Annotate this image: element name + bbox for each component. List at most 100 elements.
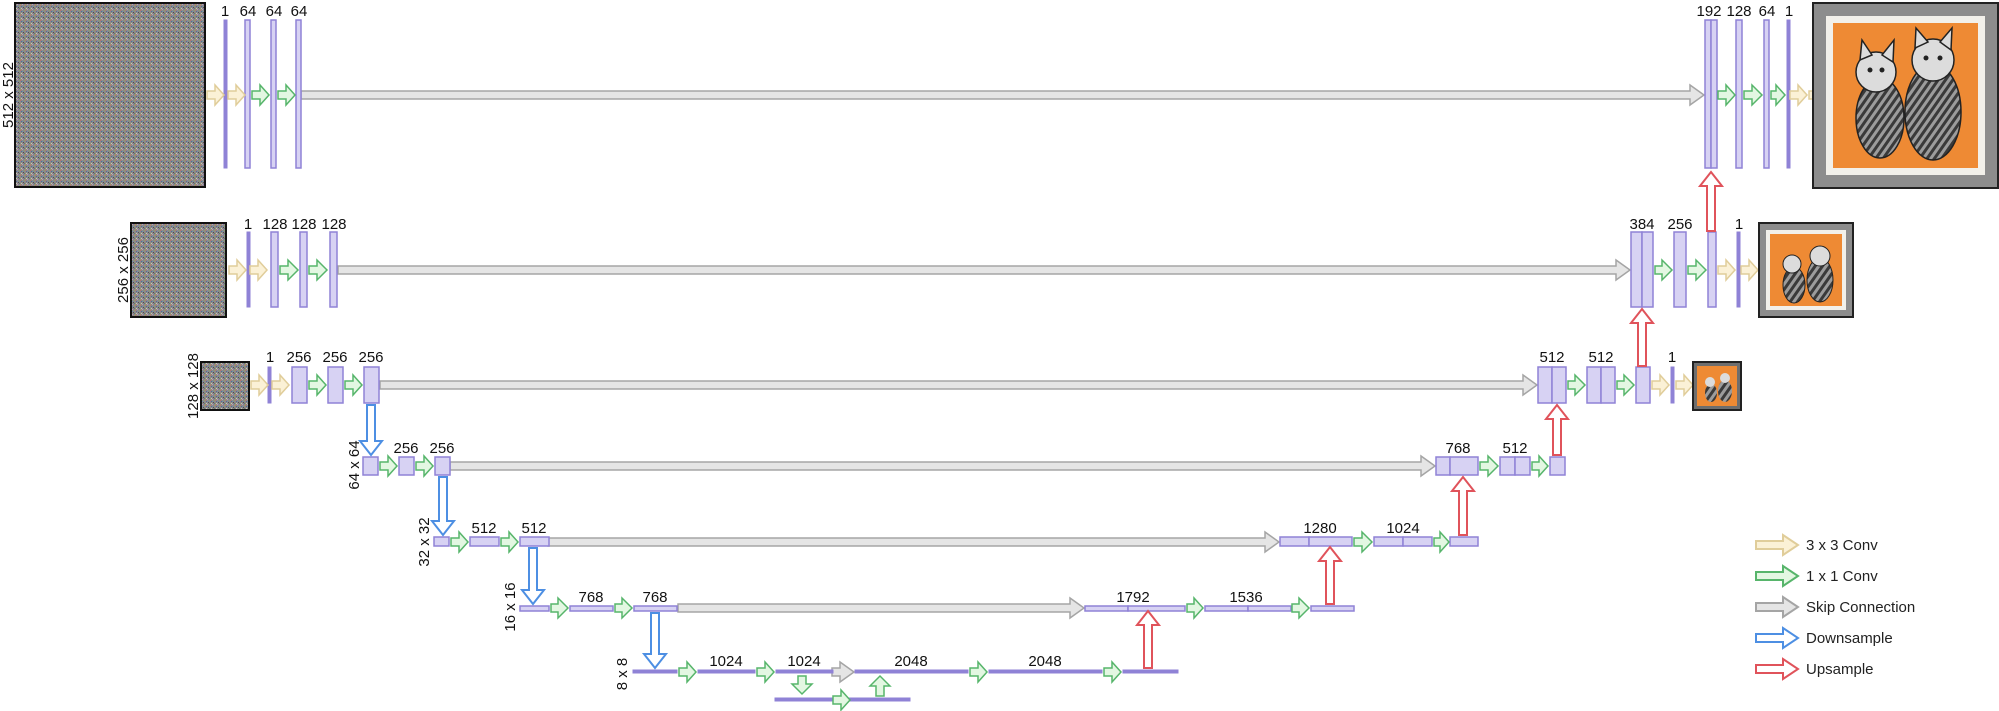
block-r2-out-1b	[1641, 231, 1654, 308]
block-r1-out-3	[1763, 19, 1770, 169]
block-r5-out-2b	[1402, 536, 1433, 547]
conv3x3-arrow	[206, 83, 226, 107]
ch-r5-out-1: 1280	[1303, 520, 1336, 537]
downsample-arrow	[357, 404, 385, 457]
noise-input-256	[130, 222, 227, 318]
block-r7-2	[697, 669, 756, 674]
conv1x1-arrow	[1353, 530, 1374, 554]
conv-arrows	[206, 83, 1828, 711]
block-r7-4	[854, 669, 969, 674]
conv1x1-arrow	[308, 373, 328, 397]
block-r4-out-2	[1499, 456, 1516, 476]
scale-label-256: 256 x 256	[115, 237, 132, 303]
upsample-arrow	[1543, 403, 1571, 456]
conv3x3-arrow	[1740, 258, 1760, 282]
ch-r1-4: 64	[291, 3, 308, 20]
conv1x1-arrow	[1291, 596, 1311, 620]
ch-r5-out-2: 1024	[1386, 520, 1419, 537]
conv1x1-arrow	[251, 83, 271, 107]
legend-label-1: 1 x 1 Conv	[1806, 568, 1878, 585]
block-r5-2	[469, 536, 500, 547]
scale-label-16: 16 x 16	[502, 582, 519, 631]
block-r6-out-1	[1084, 605, 1129, 612]
skip-arrow-r6	[677, 596, 1086, 620]
downsample-arrow	[429, 476, 457, 537]
block-r3-out-2b	[1600, 366, 1616, 404]
ch-r4-1: 256	[393, 440, 418, 457]
block-r2-3	[299, 231, 308, 308]
block-r4-1	[362, 456, 379, 476]
upsample-arrow	[1697, 170, 1725, 232]
conv1x1-arrow	[1186, 596, 1205, 620]
upsample-arrow	[1316, 545, 1344, 605]
conv1x1-arrow	[1103, 660, 1123, 684]
conv1x1-arrow	[279, 258, 300, 282]
conv3x3-arrow	[271, 373, 291, 397]
ch-r3-out-1: 512	[1539, 349, 1564, 366]
ch-r6-out-2: 1536	[1229, 589, 1262, 606]
block-r5-out-2	[1373, 536, 1404, 547]
conv1x1-arrow	[1479, 454, 1500, 478]
upsample-arrow	[1449, 475, 1477, 536]
conv1x1-arrow	[500, 530, 520, 554]
block-r5-1	[433, 536, 450, 547]
ch-r3-out-3: 1	[1668, 349, 1676, 366]
ch-r2-out-1: 384	[1629, 216, 1654, 233]
block-r3-out-3	[1635, 366, 1651, 404]
scale-label-512: 512 x 512	[0, 62, 17, 128]
scale-label-64: 64 x 64	[346, 440, 363, 489]
block-r2-out-4	[1736, 231, 1741, 308]
upsample-arrow	[1134, 609, 1162, 669]
legend-swatch-0	[1755, 533, 1800, 557]
block-r5-out-1	[1279, 536, 1310, 547]
block-r5-3	[519, 536, 550, 547]
conv1x1-arrow	[1567, 373, 1587, 397]
ch-r2-2: 128	[262, 216, 287, 233]
block-r2-out-3	[1707, 231, 1717, 308]
block-r1-2	[244, 19, 251, 169]
block-r6-out-3	[1310, 605, 1355, 612]
conv3x3-arrow	[250, 373, 270, 397]
ch-r2-1: 1	[244, 216, 252, 233]
output-image-512	[1812, 2, 1999, 189]
block-r7-5	[988, 669, 1103, 674]
skip-arrow-r1	[300, 83, 1706, 107]
ch-r4-2: 256	[429, 440, 454, 457]
conv3x3-arrow	[1717, 258, 1737, 282]
conv3x3-arrow	[227, 83, 247, 107]
block-r2-out-2	[1673, 231, 1687, 308]
ch-r7-4: 2048	[1028, 653, 1061, 670]
conv1x1-arrow	[969, 660, 989, 684]
block-r6-out-2b	[1247, 605, 1292, 612]
block-r3-out-4	[1670, 366, 1675, 404]
upsample-arrows	[1134, 170, 1725, 669]
ch-r1-out-4: 1	[1785, 3, 1793, 20]
block-r1-3	[270, 19, 277, 169]
ch-r6-2: 768	[642, 589, 667, 606]
conv1x1-arrow	[379, 454, 399, 478]
row-64: 256 256 768 512	[362, 440, 1566, 476]
block-r4-out-1b	[1449, 456, 1479, 476]
block-r6-2	[569, 605, 614, 612]
conv1x1-arrow	[832, 688, 852, 711]
noise-input-128	[200, 361, 250, 411]
ch-r6-out-1: 1792	[1116, 589, 1149, 606]
conv1x1-arrow	[1531, 454, 1550, 478]
scale-label-128: 128 x 128	[185, 353, 202, 419]
conv1x1-arrow	[1616, 373, 1636, 397]
block-r1-out-1b	[1710, 19, 1718, 169]
legend-label-3: Downsample	[1806, 630, 1893, 647]
conv1x1-arrow	[1743, 83, 1764, 107]
conv3x3-arrow	[1789, 83, 1809, 107]
ch-r1-1: 1	[221, 3, 229, 20]
output-image-256	[1758, 222, 1854, 318]
conv1x1-arrow	[1654, 258, 1674, 282]
ch-r2-out-2: 256	[1667, 216, 1692, 233]
conv1x1-arrow	[678, 660, 698, 684]
block-r6-1	[519, 605, 550, 612]
downsample-arrow	[641, 612, 669, 670]
legend-label-0: 3 x 3 Conv	[1806, 537, 1878, 554]
ch-r3-3: 256	[322, 349, 347, 366]
ch-r3-1: 1	[266, 349, 274, 366]
row-16: 768 768 1792 1536	[519, 589, 1355, 612]
